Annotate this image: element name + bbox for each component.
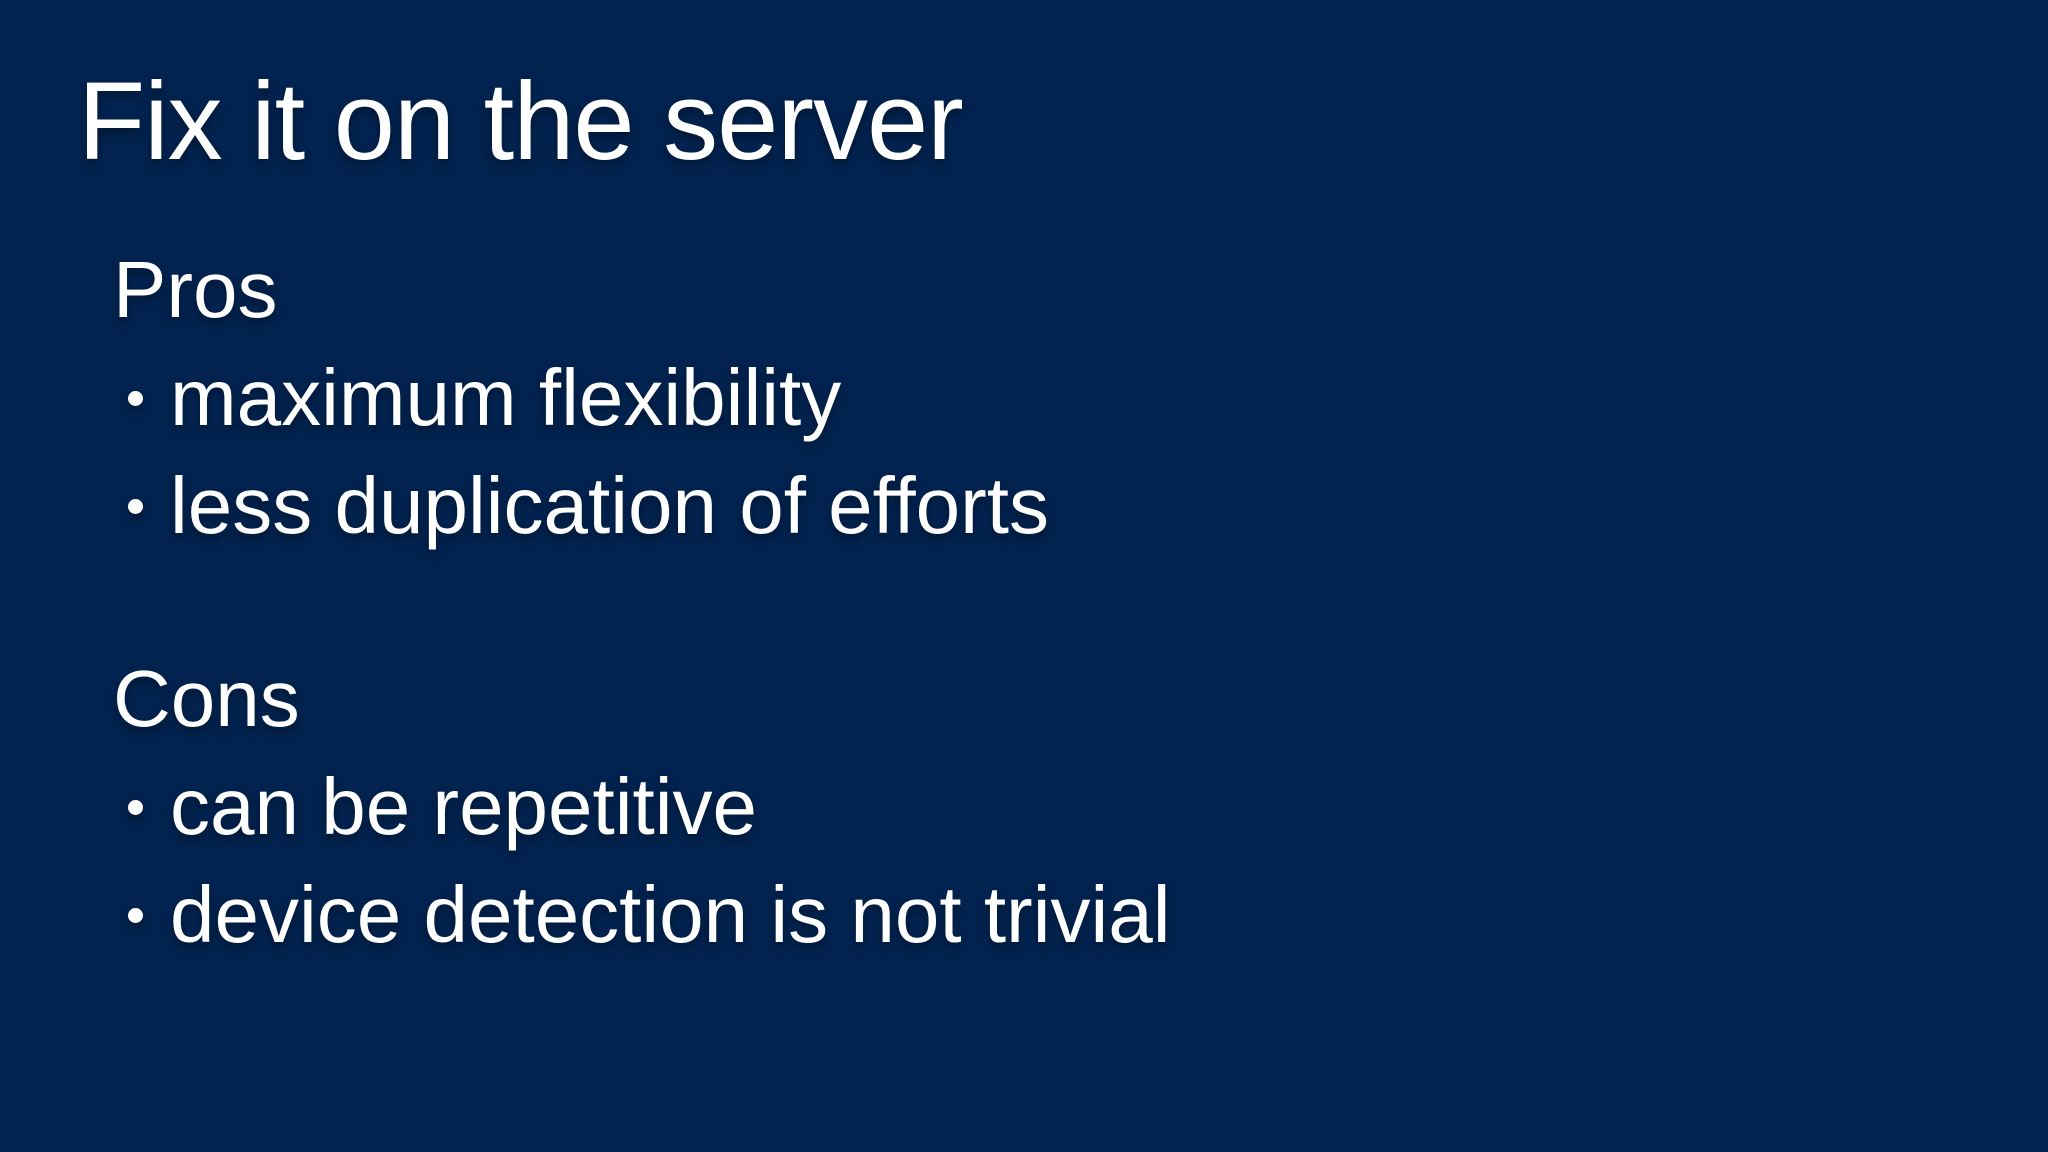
pros-section: Pros maximum flexibility less duplicatio… <box>113 236 1988 560</box>
cons-heading: Cons <box>113 654 300 743</box>
cons-section: Cons can be repetitive device detection … <box>113 645 1988 969</box>
bullet-text: maximum flexibility <box>170 353 842 442</box>
bullet-item: can be repetitive <box>113 753 1988 861</box>
bullet-dot-icon <box>128 390 143 406</box>
bullet-dot-icon <box>128 498 143 514</box>
pros-heading: Pros <box>113 245 278 334</box>
bullet-dot-icon <box>128 799 143 815</box>
bullet-dot-icon <box>128 907 143 923</box>
bullet-item: maximum flexibility <box>113 344 1988 452</box>
bullet-text: less duplication of efforts <box>170 461 1050 550</box>
bullet-item: device detection is not trivial <box>113 861 1988 969</box>
bullet-text: can be repetitive <box>170 762 758 851</box>
slide-title: Fix it on the server <box>78 60 964 183</box>
bullet-item: less duplication of efforts <box>113 452 1988 560</box>
bullet-text: device detection is not trivial <box>170 870 1171 959</box>
